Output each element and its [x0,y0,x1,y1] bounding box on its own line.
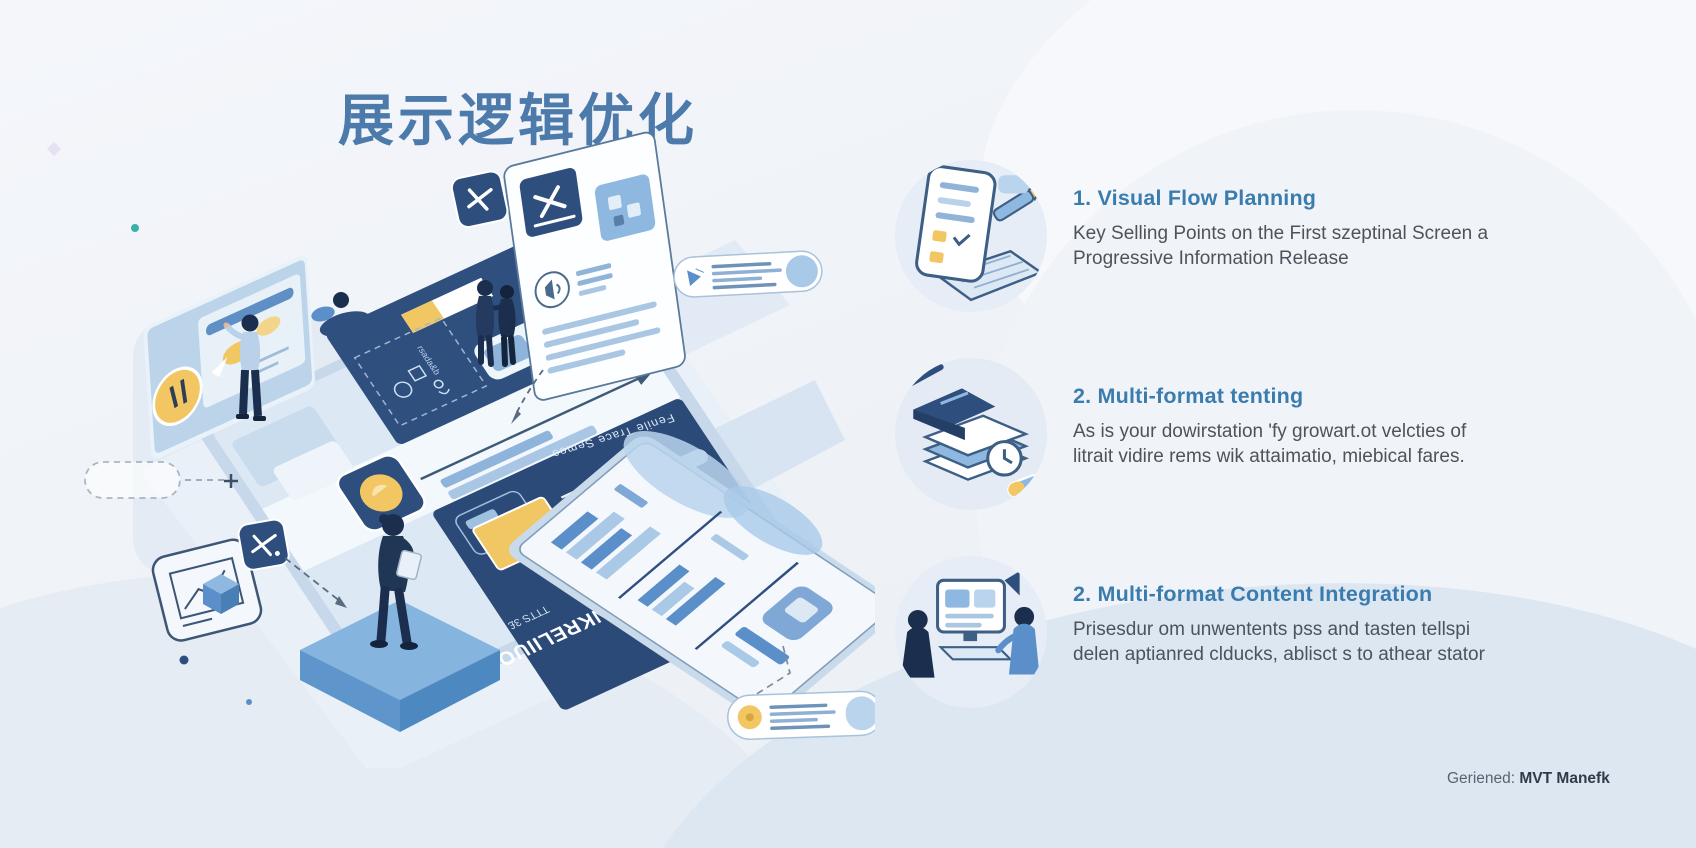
left-display-panel [143,255,315,459]
dashed-capsule [84,461,181,499]
blue-dot [246,699,252,705]
bird-glyph-icon [687,268,704,287]
bar-chart-col-2 [637,534,749,626]
phone-checklist-icon [895,160,1047,312]
teal-dot [131,224,139,232]
floating-ui-card [503,131,686,401]
info-pill-top [673,250,823,298]
feature-title-2: 2. Multi-format tenting [1073,384,1304,408]
hammer-tile-top [450,170,509,229]
tablet-widget-col-3 [721,586,833,668]
feature-title-1: 1. Visual Flow Planning [1073,186,1317,210]
feature-item-3: 2. Multi-format Content Integration Pris… [895,556,1543,708]
feature-item-2: 2. Multi-format tenting As is your dowir… [895,358,1543,510]
books-stack-icon [895,358,1047,510]
megaphone-icon [1004,571,1020,596]
cube-decoration [203,574,239,614]
yellow-circle-tile [336,454,426,532]
credit-label: Geriened: [1447,770,1516,787]
feature-body-3: Prisesdur om unwentents pss and tasten t… [1073,619,1485,665]
card-grid-tile [594,174,656,241]
feature-item-1: 1. Visual Flow Planning Key Selling Poin… [895,160,1543,312]
credit-value: MVT Manefk [1519,770,1610,787]
chart-tablet [509,430,875,722]
hammer-tile-bottom [237,518,290,571]
info-pill-bottom [727,690,875,740]
pedestal [300,600,500,732]
people-computer-icon [895,556,1047,708]
pedestal-person [370,514,422,650]
couple-persons [475,280,516,367]
presenter-person [223,314,266,421]
feature-body-1: Key Selling Points on the First szeptina… [1073,223,1489,269]
seated-person [311,292,371,337]
bar-chart-col-1 [550,484,661,580]
credit-line: Geriened: MVT Manefk [1447,770,1610,788]
feature-title-3: 2. Multi-format Content Integration [1073,582,1433,606]
feature-body-2: As is your dowirstation 'fy growart.ot v… [1073,421,1467,467]
yellow-badge [152,366,203,426]
navy-dot [179,655,189,665]
main-illustration: rsada&b [46,131,875,768]
diamond-dot [46,141,62,157]
plus-icon [224,474,238,488]
